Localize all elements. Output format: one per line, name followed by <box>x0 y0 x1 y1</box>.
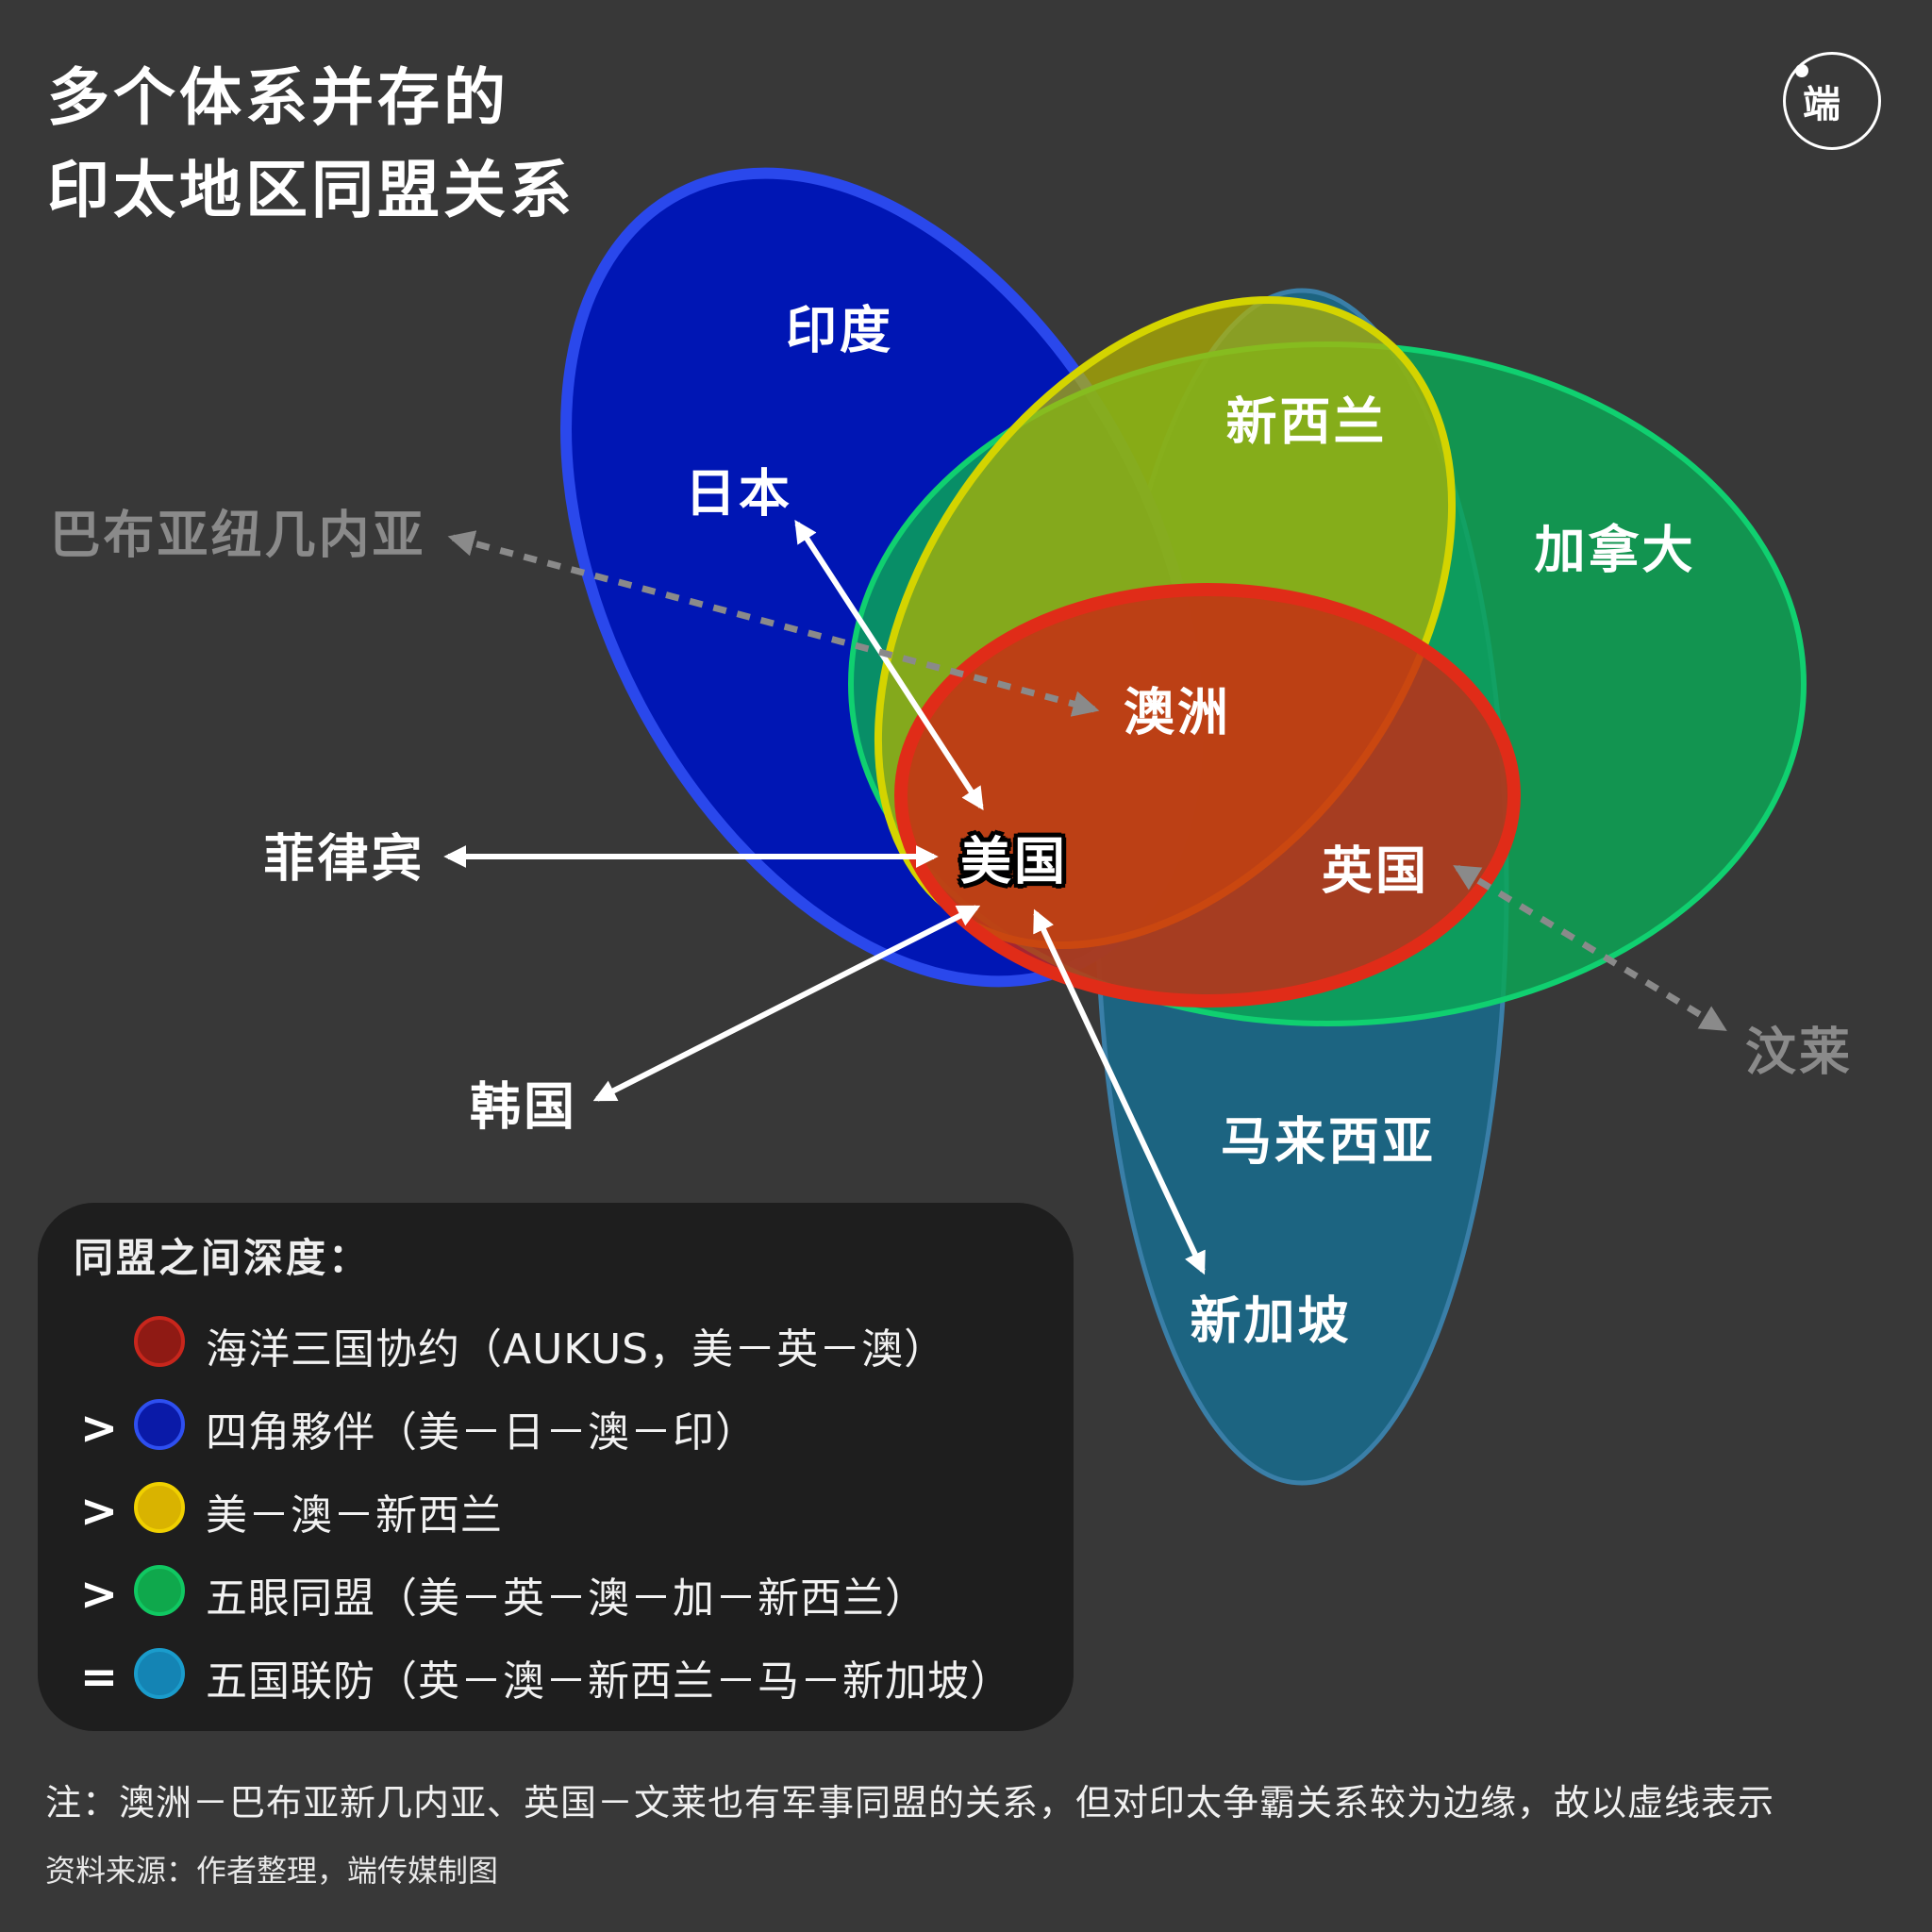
label-new-zealand: 新西兰 <box>1225 391 1388 452</box>
legend-swatch-blue <box>134 1399 185 1450</box>
legend-swatch-red <box>134 1316 185 1367</box>
legend-label: 五国联防（英－澳－新西兰－马－新加坡） <box>206 1657 1012 1706</box>
initium-logo: 端 <box>1783 52 1881 150</box>
legend-item-anzus: > 美－澳－新西兰 <box>66 1477 1066 1543</box>
greater-than-icon: > <box>79 1402 119 1455</box>
legend-label: 海洋三国协约（AUKUS，美－英－澳） <box>206 1325 947 1374</box>
legend-label: 五眼同盟（美－英－澳－加－新西兰） <box>206 1574 927 1623</box>
greater-than-icon: > <box>79 1485 119 1538</box>
label-japan: 日本 <box>685 463 792 524</box>
label-australia: 澳洲 <box>1124 682 1231 742</box>
title-line-2: 印太地区同盟关系 <box>47 154 575 226</box>
legend-item-quad: > 四角夥伴（美－日－澳－印） <box>66 1394 1066 1460</box>
legend-swatch-teal <box>134 1648 185 1699</box>
arrow-us-korea <box>592 905 981 1102</box>
legend-label: 美－澳－新西兰 <box>206 1491 503 1540</box>
legend-panel <box>38 1203 1074 1731</box>
aukus-ellipse <box>894 583 1521 1008</box>
dashed-arrow-uk-brunei <box>1453 865 1727 1031</box>
label-malaysia: 马来西亚 <box>1221 1111 1436 1172</box>
label-south-korea: 韩国 <box>470 1076 577 1137</box>
label-papua-new-guinea: 巴布亚纽几内亚 <box>49 505 426 565</box>
legend-title: 同盟之间深度： <box>74 1235 372 1281</box>
legend-label: 四角夥伴（美－日－澳－印） <box>206 1408 758 1457</box>
label-canada: 加拿大 <box>1534 520 1696 580</box>
label-uk: 英国 <box>1322 841 1429 901</box>
legend-swatch-yellow <box>134 1482 185 1533</box>
footnote: 注：澳洲－巴布亚新几内亚、英国－文莱也有军事同盟的关系，但对印太争霸关系较为边缘… <box>45 1782 1775 1824</box>
title-line-1: 多个体系并存的 <box>47 61 509 134</box>
dashed-arrow-australia-png <box>447 530 1100 717</box>
greater-than-icon: > <box>79 1568 119 1621</box>
legend-item-fpda: = 五国联防（英－澳－新西兰－马－新加坡） <box>66 1643 1066 1709</box>
source-credit: 资料来源：作者整理，端传媒制图 <box>45 1853 499 1889</box>
label-singapore: 新加坡 <box>1190 1291 1352 1351</box>
label-india: 印度 <box>786 300 893 360</box>
equals-icon: = <box>79 1651 119 1704</box>
logo-dot-icon <box>1795 64 1808 77</box>
legend-item-five-eyes: > 五眼同盟（美－英－澳－加－新西兰） <box>66 1560 1066 1626</box>
legend-swatch-green <box>134 1565 185 1616</box>
label-brunei: 汶莱 <box>1745 1022 1853 1082</box>
label-us: 美国 <box>960 831 1068 891</box>
arrow-us-singapore <box>1033 908 1206 1275</box>
logo-text: 端 <box>1803 83 1840 126</box>
label-philippines: 菲律宾 <box>263 828 425 889</box>
legend-item-aukus: 海洋三国协约（AUKUS，美－英－澳） <box>66 1311 1066 1377</box>
